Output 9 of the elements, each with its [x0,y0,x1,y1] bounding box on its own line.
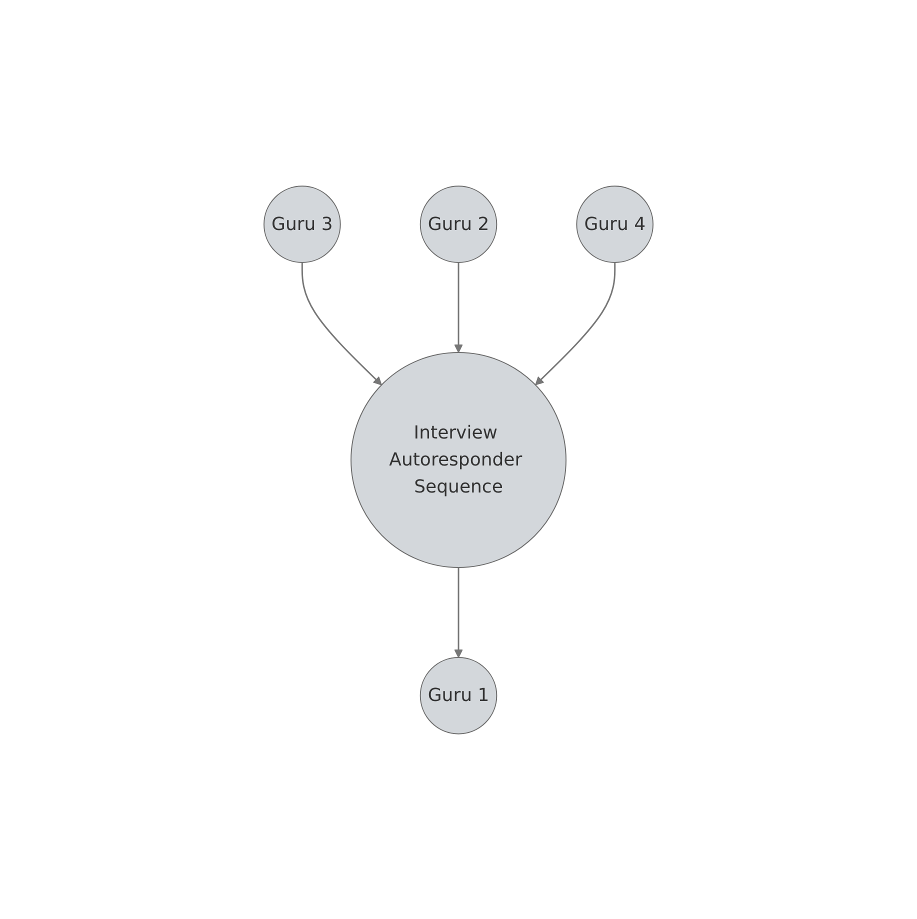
arrow [454,262,463,352]
node-circle: Interview Autoresponder Sequence [350,352,566,568]
arrow [454,567,463,658]
arrow [301,262,382,385]
node-circle: Guru 2 [420,185,498,262]
node-circle: Guru 4 [576,185,654,262]
node-circle: Guru 3 [263,185,341,262]
arrow [535,262,616,385]
node-circle: Guru 1 [420,656,498,734]
